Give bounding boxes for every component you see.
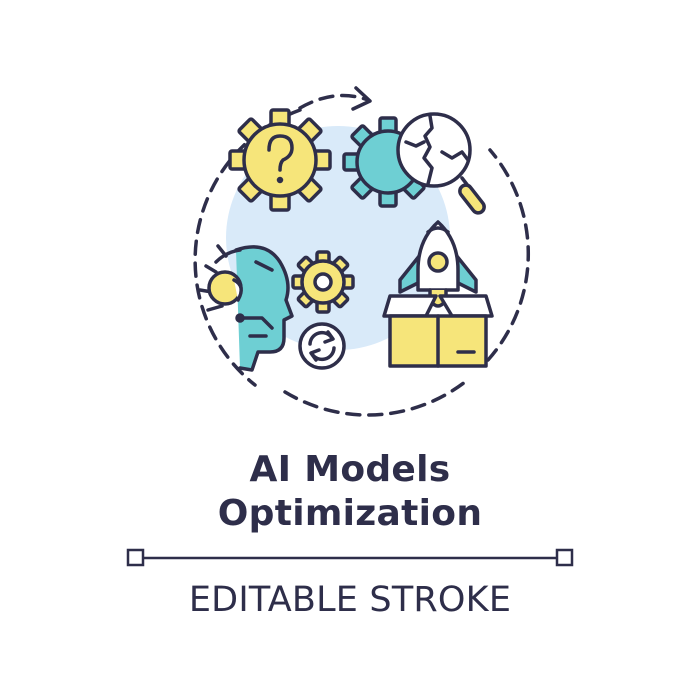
gear-small-icon [291,250,355,314]
page-title-line-2: Optimization [217,493,483,534]
ai-head-icon [198,244,294,372]
gear-magnifier-icon [342,112,486,215]
gear-refresh-icon [298,322,346,370]
stroke-end-handle [555,548,574,567]
editable-stroke-line [126,548,574,567]
question-gear-icon [228,108,332,212]
page-title-line-1: AI Models [249,449,451,490]
rocket-box-icon [382,220,494,368]
stroke-start-handle [126,548,145,567]
ai-optimization-illustration [193,86,531,417]
cycle-arrow-icon [298,86,372,111]
editable-stroke-caption: EDITABLE STROKE [188,580,512,620]
